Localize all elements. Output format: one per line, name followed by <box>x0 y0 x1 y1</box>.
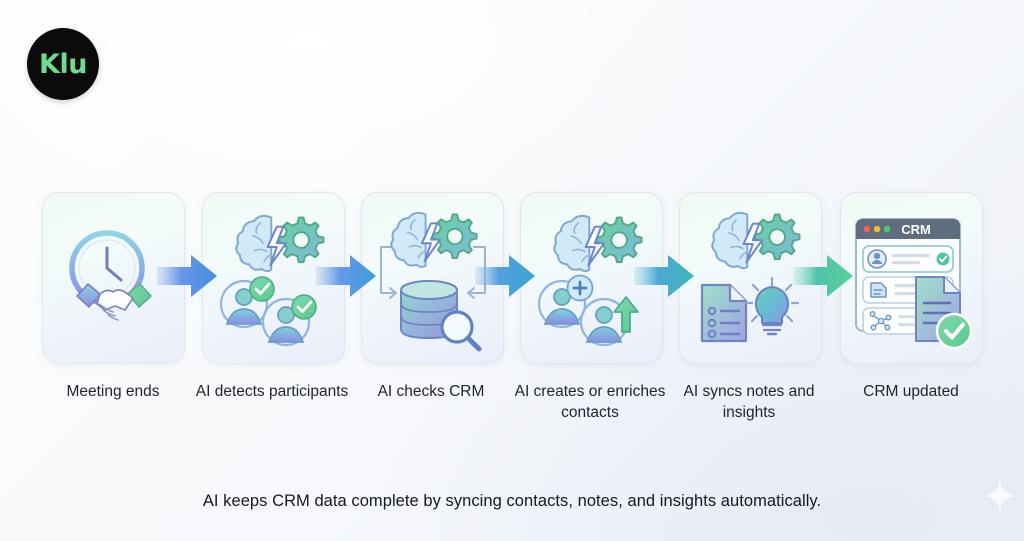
ai-brain-gear-database-search-icon <box>379 211 486 352</box>
step-card-6-icon-area: CRM <box>841 193 982 363</box>
step-label-4: AI creates or enriches contacts <box>514 383 666 421</box>
step-card-5[interactable] <box>679 192 822 364</box>
flow-arrow-1 <box>157 252 219 300</box>
window-dot-green <box>883 225 890 233</box>
brand-logo: Klu <box>27 28 99 100</box>
step-label-2: AI detects participants <box>195 383 349 400</box>
step-card-1-icon-area <box>43 193 184 363</box>
clock-handshake-icon <box>68 230 152 321</box>
step-labels-row: Meeting ends AI detects participants AI … <box>0 381 1024 445</box>
flow-arrow-3 <box>475 252 537 300</box>
step-label-1: Meeting ends <box>66 383 160 400</box>
step-label-5: AI syncs notes and insights <box>683 383 815 421</box>
step-label-3: AI checks CRM <box>377 383 485 400</box>
summary-caption: AI keeps CRM data complete by syncing co… <box>202 492 822 510</box>
step-card-4-icon-area <box>521 193 662 363</box>
ai-brain-gear-contact-add-icon <box>537 214 642 347</box>
ai-brain-gear-notes-lightbulb-icon <box>700 211 800 343</box>
check-circle-icon <box>935 312 972 350</box>
step-card-2-icon-area <box>203 193 344 363</box>
flow-arrow-5 <box>793 252 855 300</box>
sparkle-icon <box>984 477 1016 515</box>
flow-arrow-4 <box>634 252 696 300</box>
step-label-6: CRM updated <box>863 383 959 400</box>
ai-brain-gear-participants-icon <box>219 214 324 347</box>
step-card-5-icon-area <box>680 193 821 363</box>
crm-window-title: CRM <box>901 222 931 237</box>
flow-arrow-2 <box>316 252 378 300</box>
window-dot-red <box>863 225 870 233</box>
crm-window-checkmark-icon: CRM <box>854 218 972 350</box>
brand-logo-text: Klu <box>39 48 87 80</box>
step-card-6[interactable]: CRM <box>840 192 983 364</box>
process-flow-diagram: CRM <box>0 192 1024 372</box>
window-dot-yellow <box>873 225 880 233</box>
step-card-3-icon-area <box>362 193 503 363</box>
